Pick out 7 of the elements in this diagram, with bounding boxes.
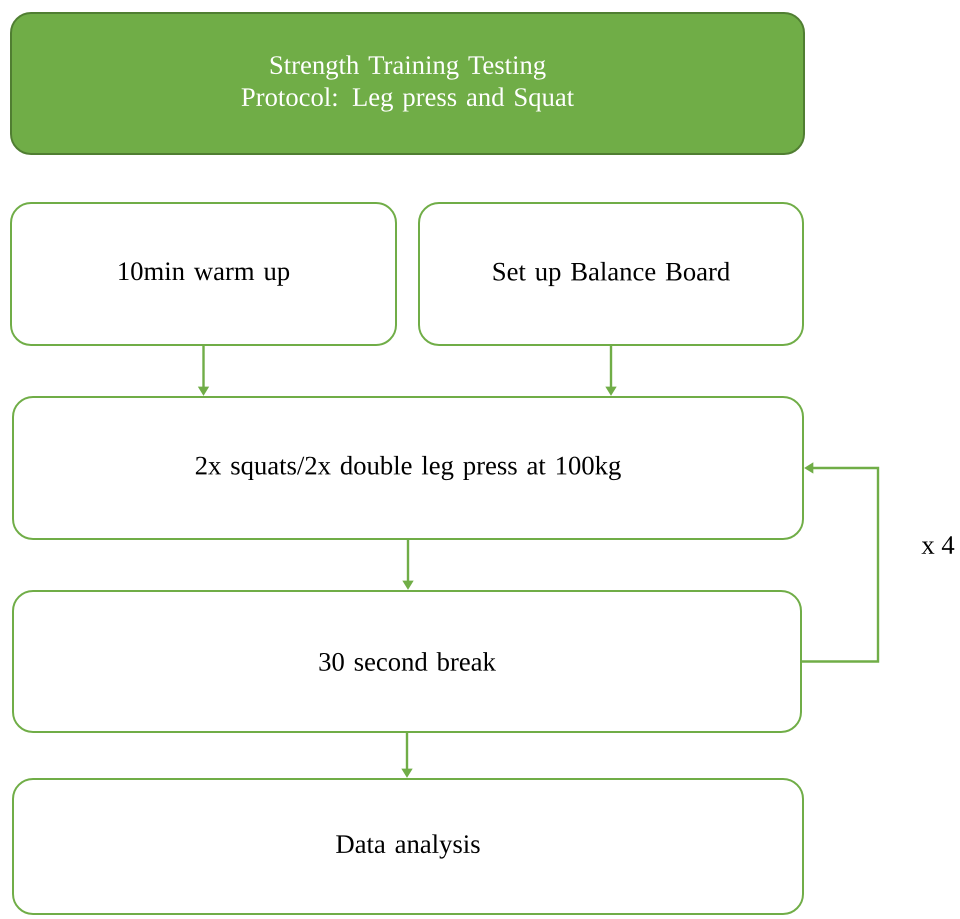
process-box: Set up Balance Board bbox=[418, 202, 804, 346]
process-box: 2x squats/2x double leg press at 100kg bbox=[12, 396, 804, 540]
process-box: 10min warm up bbox=[10, 202, 397, 346]
edge-label: x 4 bbox=[920, 534, 956, 556]
process-box: 30 second break bbox=[12, 590, 802, 733]
process-box: Data analysis bbox=[12, 778, 804, 915]
title-box: Strength Training Testing Protocol: Leg press and Squat bbox=[10, 12, 805, 155]
